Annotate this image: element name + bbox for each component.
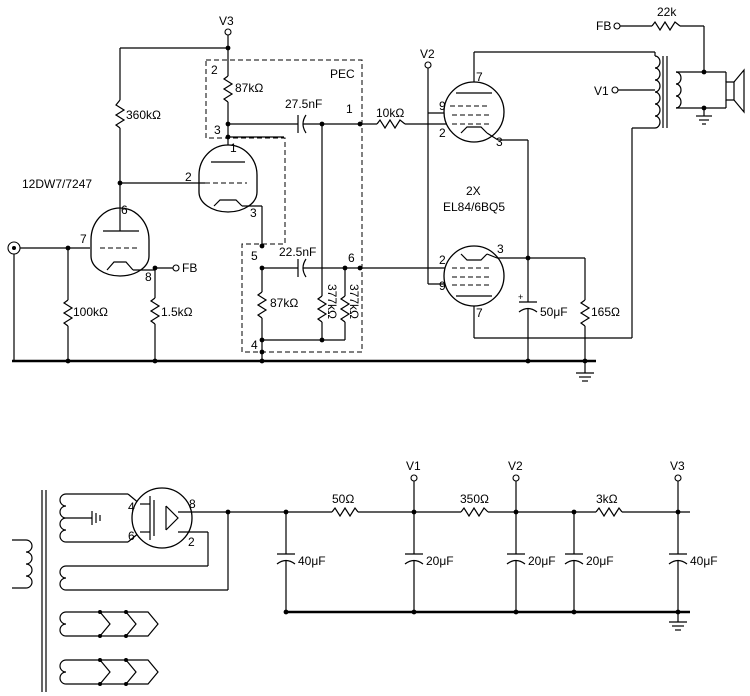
label-377k-a: 377kΩ xyxy=(325,284,339,319)
pin-2-second: 2 xyxy=(185,170,192,184)
svg-text:+: + xyxy=(518,292,523,302)
cap-27n-and-10k: 27.5nF 10kΩ xyxy=(285,97,448,133)
label-pec: PEC xyxy=(330,67,355,81)
pin-5: 5 xyxy=(251,249,258,263)
cap-20u-b: 20μF xyxy=(507,512,556,615)
resistor-1k5: FB 1.5kΩ xyxy=(151,261,197,364)
rectifier-tube: 4 8 6 2 xyxy=(128,488,228,549)
pin-6-pec: 6 xyxy=(348,251,355,265)
v3-node: V3 xyxy=(219,14,234,76)
label-22k: 22k xyxy=(657,5,677,19)
supply-taps: V1 V2 V3 xyxy=(406,459,685,512)
label-20u-b: 20μF xyxy=(528,554,556,568)
label-87k-bot: 87kΩ xyxy=(270,296,298,310)
out-pin-7-a: 7 xyxy=(476,70,483,84)
cap-40u-b: 40μF xyxy=(669,512,718,615)
label-165: 165Ω xyxy=(591,305,620,319)
rect-pin-2: 2 xyxy=(188,535,195,549)
label-50ohm: 50Ω xyxy=(332,492,354,506)
power-transformer xyxy=(12,490,228,692)
out-pin-7-b: 7 xyxy=(476,306,483,320)
cap-22n-and-87k: 22.5nF 87kΩ 5 6 4 xyxy=(251,243,448,364)
pin-8-input: 8 xyxy=(145,270,152,284)
power-supply-section: 4 8 6 2 50Ω 350Ω 3kΩ xyxy=(12,459,718,692)
label-v1-top: V1 xyxy=(594,84,609,98)
cathode-network: + 50μF 165Ω xyxy=(498,140,620,364)
label-50u: 50μF xyxy=(540,305,568,319)
label-v3-top: V3 xyxy=(219,14,234,28)
filter-chain: 50Ω 350Ω 3kΩ xyxy=(225,492,690,630)
output-transformer: V1 xyxy=(594,26,726,128)
out-pin-2-b: 2 xyxy=(439,253,446,267)
label-fb-top: FB xyxy=(596,19,611,33)
label-22n: 22.5nF xyxy=(279,245,316,259)
label-20u-c: 20μF xyxy=(586,554,614,568)
pin-3-second: 3 xyxy=(250,206,257,220)
out-pin-2-a: 2 xyxy=(439,126,446,140)
pin-3-pec: 3 xyxy=(214,123,221,137)
label-10k: 10kΩ xyxy=(376,106,404,120)
out-pin-3-a: 3 xyxy=(496,135,503,149)
pin-1-second: 1 xyxy=(230,141,237,155)
label-1k5: 1.5kΩ xyxy=(161,305,193,319)
label-100k: 100kΩ xyxy=(73,305,108,319)
label-87k-top: 87kΩ xyxy=(235,81,263,95)
amplifier-section: 100kΩ 6 7 8 12DW7/7247 FB 1.5kΩ xyxy=(8,5,744,381)
resistors-377k: 377kΩ 377kΩ xyxy=(318,124,361,343)
label-377k-b: 377kΩ xyxy=(347,284,361,319)
triode-input: 6 7 8 12DW7/7247 xyxy=(22,177,155,284)
label-2x: 2X xyxy=(466,184,481,198)
ps-ground-symbol xyxy=(669,612,687,630)
cap-40u-a: 40μF xyxy=(277,512,326,615)
label-v2-top: V2 xyxy=(420,47,435,61)
out-pin-3-b: 3 xyxy=(497,242,504,256)
label-360k: 360kΩ xyxy=(126,108,161,122)
pin-1-node: 1 xyxy=(346,102,353,116)
ground-symbol xyxy=(576,361,594,381)
out-pin-9-b: 9 xyxy=(439,279,446,293)
label-40u-b: 40μF xyxy=(690,554,718,568)
rect-pin-8: 8 xyxy=(189,497,196,511)
label-20u-a: 20μF xyxy=(426,554,454,568)
resistor-87k-top: 87kΩ 2 3 1 xyxy=(211,63,353,160)
pec-box xyxy=(206,60,362,352)
cap-20u-c: 20μF xyxy=(565,512,614,615)
rect-pin-4: 4 xyxy=(128,500,135,514)
output-tube-b: 3 2 9 7 2X EL84/6BQ5 xyxy=(439,128,632,338)
pin-2-pec: 2 xyxy=(211,63,218,77)
resistor-100k: 100kΩ xyxy=(64,245,108,364)
heater-windings xyxy=(66,610,158,686)
output-tube-a: 9 7 2 3 xyxy=(439,52,655,149)
label-v1-ps: V1 xyxy=(406,459,421,473)
rect-pin-6: 6 xyxy=(128,529,135,543)
label-12dw7: 12DW7/7247 xyxy=(22,177,92,191)
label-40u-a: 40μF xyxy=(298,554,326,568)
pin-6: 6 xyxy=(121,203,128,217)
label-27n: 27.5nF xyxy=(285,97,322,111)
label-3k: 3kΩ xyxy=(596,492,618,506)
out-pin-9-a: 9 xyxy=(439,99,446,113)
label-v2-ps: V2 xyxy=(508,459,523,473)
input-jack xyxy=(8,242,90,361)
label-el84: EL84/6BQ5 xyxy=(443,200,505,214)
label-v3-ps: V3 xyxy=(670,459,685,473)
resistor-360k: 360kΩ xyxy=(116,48,228,210)
label-350ohm: 350Ω xyxy=(460,492,489,506)
triode-second: 1 2 3 xyxy=(120,141,262,246)
label-fb-mid: FB xyxy=(182,261,197,275)
v2-node: V2 xyxy=(420,47,450,284)
feedback-resistor: FB 22k xyxy=(596,5,704,33)
speaker-icon xyxy=(726,70,744,112)
filter-caps: 40μF 20μF 20μF xyxy=(277,512,718,615)
pin-7-input: 7 xyxy=(80,232,87,246)
pin-4-pec: 4 xyxy=(251,338,258,352)
cap-20u-a: 20μF xyxy=(405,512,454,615)
